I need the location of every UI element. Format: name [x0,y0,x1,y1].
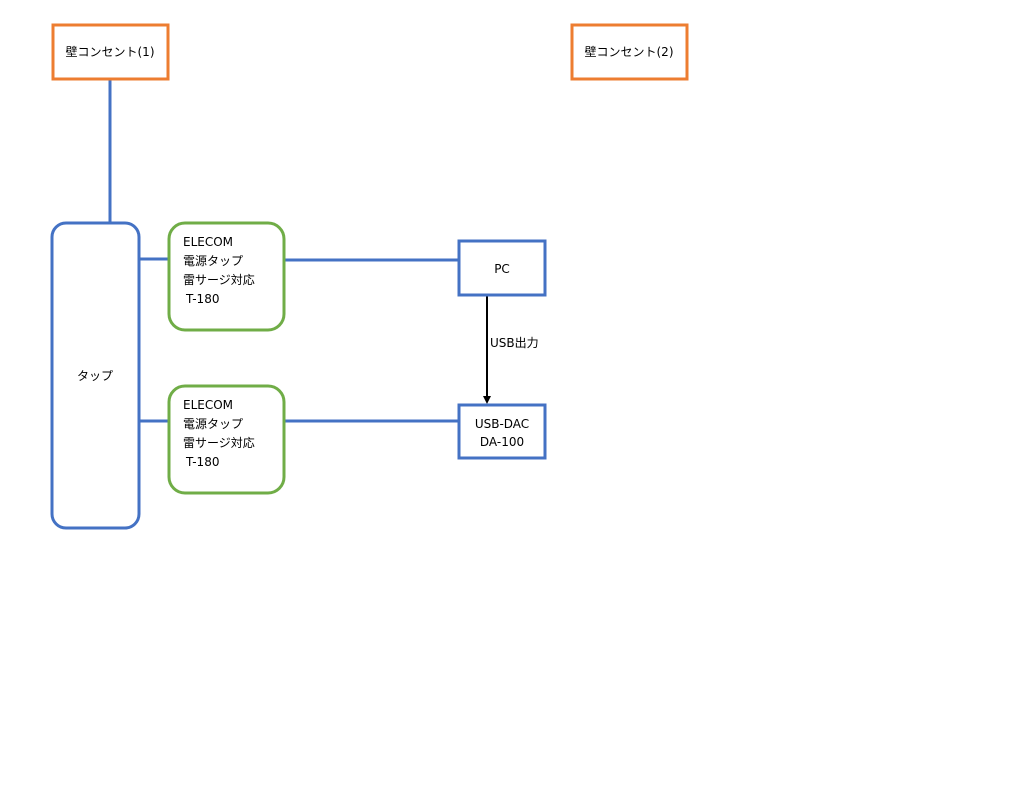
power-strip-label: タップ [77,369,113,383]
outlet-2-label: 壁コンセント(2) [585,44,674,59]
power-strip-node: タップ [50,221,141,530]
surge-tap-1-line-4: T-180 [185,292,219,306]
connectors [108,80,491,423]
pc-node: PC [457,239,547,297]
surge-tap-1-line-3: 雷サージ対応 [183,273,255,287]
surge-tap-1-line-1: ELECOM [183,235,233,249]
pc-label: PC [494,262,510,276]
usb-dac-node: USB-DAC DA-100 [457,403,547,460]
surge-tap-2-line-2: 電源タップ [183,417,243,431]
surge-tap-1-line-2: 電源タップ [183,254,243,268]
outlet-1-node: 壁コンセント(1) [51,23,170,81]
surge-tap-1-node: ELECOM 電源タップ 雷サージ対応 T-180 [167,221,286,332]
surge-tap-2-line-3: 雷サージ対応 [183,436,255,450]
surge-tap-2-line-1: ELECOM [183,398,233,412]
surge-tap-2-line-4: T-180 [185,455,219,469]
outlet-2-node: 壁コンセント(2) [570,23,689,81]
usb-dac-line-1: USB-DAC [475,417,529,431]
outlet-1-label: 壁コンセント(1) [66,44,155,59]
surge-tap-2-node: ELECOM 電源タップ 雷サージ対応 T-180 [167,384,286,495]
usb-output-label: USB出力 [490,336,539,350]
usb-dac-line-2: DA-100 [480,435,524,449]
